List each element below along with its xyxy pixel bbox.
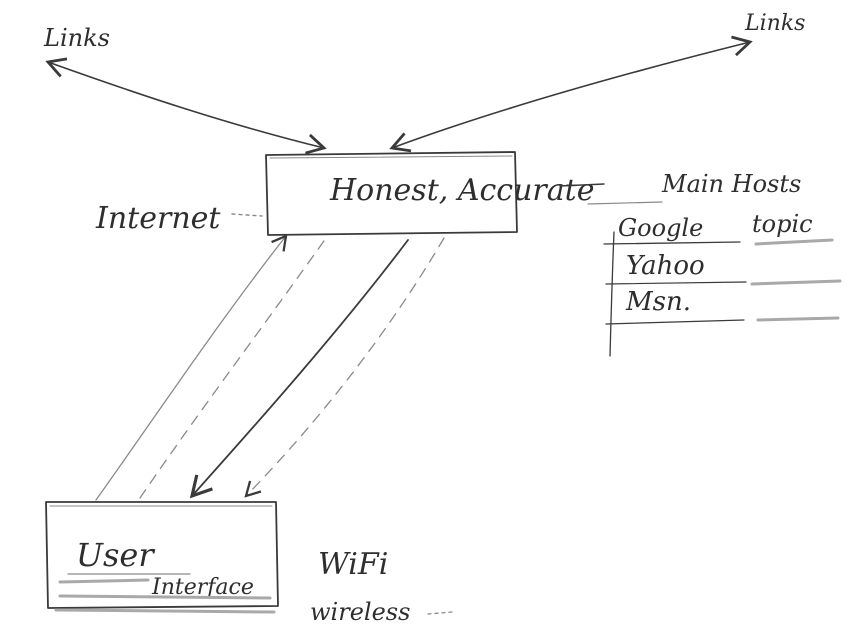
wireless-dash bbox=[427, 611, 453, 615]
hosts-table-title: Main Hosts bbox=[661, 170, 801, 198]
hosts-table-header-topic: topic bbox=[752, 210, 813, 238]
connection-line-down bbox=[189, 239, 409, 499]
server-box-label: Honest, Accurate bbox=[329, 173, 594, 208]
internet-dash bbox=[231, 213, 263, 217]
internet-label: Internet bbox=[95, 201, 221, 236]
hosts-table-row-yahoo: Yahoo bbox=[626, 251, 705, 281]
links-label-left: Links bbox=[43, 24, 110, 52]
wifi-label: WiFi bbox=[318, 547, 388, 582]
connection-line-up bbox=[95, 234, 288, 501]
hosts-table-divider bbox=[609, 231, 615, 357]
connection-dashed-down bbox=[244, 237, 445, 498]
server-box: Honest, Accurate bbox=[265, 151, 605, 236]
wireless-label: wireless bbox=[310, 598, 410, 626]
user-interface-label-line1: User bbox=[76, 536, 155, 574]
hosts-table-row-msn: Msn. bbox=[625, 287, 691, 317]
hosts-table: Main Hosts Google topic Yahoo Msn. bbox=[587, 170, 842, 357]
user-interface-box: User Interface bbox=[45, 501, 279, 614]
hosts-table-header-google: Google bbox=[618, 214, 703, 242]
links-label-right: Links bbox=[744, 11, 805, 36]
link-arrow-right bbox=[389, 35, 753, 153]
connection-dashed-up bbox=[139, 237, 327, 499]
link-arrow-left bbox=[45, 57, 327, 155]
